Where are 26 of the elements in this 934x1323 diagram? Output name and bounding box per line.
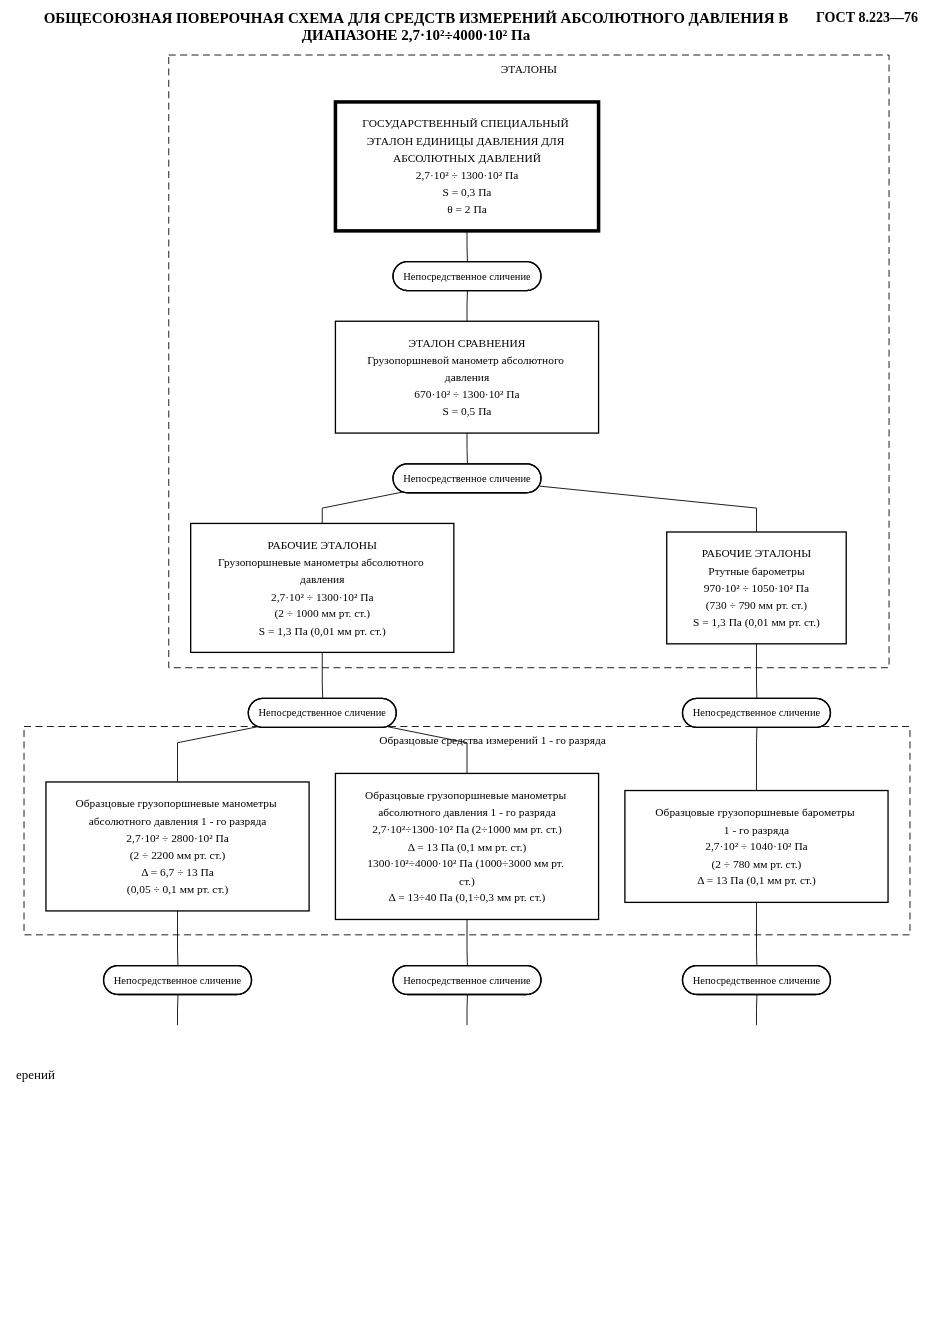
band-label-fragment: ерений [16,1066,55,1082]
connector [387,726,468,774]
connector [466,994,468,1026]
node-box: Образцовые грузопоршневые манометры абсолютного давления 1 - го разряда 2,7·10²÷1300·10² Па (2÷1000 мм рт. ст.) Δ = 13 Па (0,1 мм рт. ст.) 1300·10²÷4000·10² Па (1000÷3000 мм рт. ст.) Δ = 13÷40 Па (0,1÷0,3 мм рт. ст.) [334,772,600,921]
connector [466,290,468,322]
connector [466,230,468,263]
diagram-title: ОБЩЕСОЮЗНАЯ ПОВЕРОЧНАЯ СХЕМА ДЛЯ СРЕДСТВ ИЗМЕРЕНИЙ АБСОЛЮТНОГО ДАВЛЕНИЯ В ДИАПАЗОНЕ 2,7·10²÷4000·10² Па [42,10,790,44]
connector [538,485,757,533]
node-box: РАБОЧИЕ ЭТАЛОНЫ Грузопоршневые манометры абсолютного давления 2,7·10² ÷ 1300·10² Па (2 ÷ 1000 мм рт. ст.) S = 1,3 Па (0,01 мм рт. ст.) [190,522,455,654]
connector [177,994,179,1026]
connector [756,643,758,700]
connector [466,919,468,967]
connector [756,901,758,967]
node-box: Образцовые грузопоршневые барометры 1 - го разряда 2,7·10² ÷ 1040·10² Па (2 ÷ 780 мм рт. ст.) Δ = 13 Па (0,1 мм рт. ст.) [624,789,889,904]
node-box: ГОСУДАРСТВЕННЫЙ СПЕЦИАЛЬНЫЙ ЭТАЛОН ЕДИНИЦЫ ДАВЛЕНИЯ ДЛЯ АБСОЛЮТНЫХ ДАВЛЕНИЙ 2,7·10² ÷ 1300·10² Па S = 0,3 Па θ = 2 Па [333,100,601,233]
connector [756,727,758,791]
node-box: ЭТАЛОН СРАВНЕНИЯ Грузопоршневой манометр абсолютного давления 670·10² ÷ 1300·10² Па S = 0,5 Па [334,320,600,434]
connector [321,491,403,524]
connector [756,994,758,1026]
standard-number: ГОСТ 8.223—76 [815,10,918,26]
node-box: Образцовые грузопоршневые манометры абсолютного давления 1 - го разряда 2,7·10² ÷ 2800·10² Па (2 ÷ 2200 мм рт. ст.) Δ = 6,7 ÷ 13 Па (0,05 ÷ 0,1 мм рт. ст.) [45,781,310,912]
connector [321,651,324,700]
connector [466,432,468,465]
connector [177,726,259,783]
connector [177,910,179,967]
node-box: РАБОЧИЕ ЭТАЛОНЫ Ртутные барометры 970·10² ÷ 1050·10² Па (730 ÷ 790 мм рт. ст.) S = 1,3 Па (0,01 мм рт. ст.) [666,531,847,645]
